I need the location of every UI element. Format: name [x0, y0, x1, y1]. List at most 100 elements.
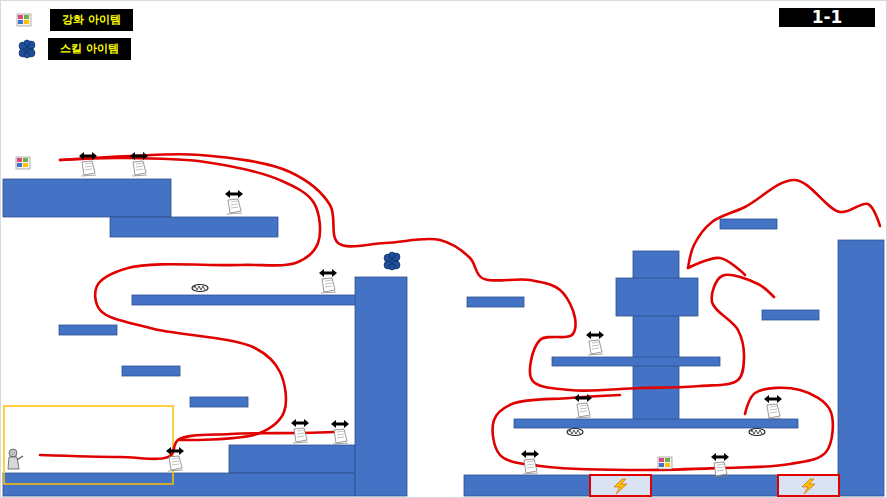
patrol-arrow — [711, 453, 729, 461]
trap-teeth — [194, 286, 205, 290]
enemy-detail — [231, 201, 238, 202]
enemy-body — [133, 161, 146, 175]
tower-block — [616, 278, 698, 316]
enemy-detail — [527, 461, 534, 462]
enemy-detail — [588, 354, 603, 355]
patrol-arrow — [225, 190, 243, 198]
enemy-detail — [717, 470, 724, 471]
enemy-icon — [333, 429, 348, 444]
patrol-arrow — [291, 419, 309, 427]
player-icon — [8, 449, 23, 469]
enemy-body — [169, 456, 182, 470]
upgrade-item-icon — [17, 14, 31, 26]
upgrade-item-icon — [16, 157, 30, 169]
platform — [110, 217, 278, 237]
trap-icon — [567, 429, 583, 436]
skill-blob — [24, 52, 30, 58]
enemy-detail — [136, 166, 143, 167]
enemy-body — [82, 161, 95, 175]
enemy-icon — [576, 403, 591, 418]
lightning-icon — [614, 479, 627, 494]
enemy-detail — [321, 292, 336, 293]
item-box — [658, 457, 672, 469]
enemy-detail — [717, 467, 724, 468]
patrol-arrow — [130, 152, 148, 160]
item-stripe — [665, 463, 670, 467]
enemy-detail — [168, 470, 183, 471]
enemy-detail — [337, 431, 344, 432]
enemy-detail — [770, 406, 777, 407]
enemy-detail — [81, 175, 96, 176]
enemy-detail — [85, 166, 92, 167]
item-box — [16, 157, 30, 169]
enemy-detail — [231, 207, 238, 208]
enemy-detail — [85, 163, 92, 164]
enemy-body — [589, 340, 602, 354]
enemy-detail — [337, 437, 344, 438]
enemy-detail — [580, 411, 587, 412]
patrol-arrow — [319, 269, 337, 277]
skill-blob — [389, 264, 395, 270]
skill-blob — [24, 40, 30, 46]
item-stripe — [17, 163, 22, 167]
enemy-body — [714, 462, 727, 476]
enemy-icon — [588, 340, 603, 355]
platform — [552, 357, 720, 366]
patrol-arrow — [574, 394, 592, 402]
trap-icon — [192, 285, 208, 292]
skill-blob — [389, 252, 395, 258]
legend-label: 강화 아이템 — [50, 9, 133, 31]
item-stripe — [17, 158, 22, 162]
lightning-icon — [802, 479, 815, 494]
enemy-body — [767, 404, 780, 418]
enemy-detail — [136, 169, 143, 170]
enemy-icon — [321, 278, 336, 293]
item-stripe — [665, 458, 670, 462]
item-stripe — [23, 158, 28, 162]
item-box — [17, 14, 31, 26]
enemy-detail — [172, 464, 179, 465]
skill-item-icon — [384, 252, 400, 270]
upgrade-item-icon — [658, 457, 672, 469]
enemy-icon — [132, 161, 147, 176]
enemy-detail — [85, 169, 92, 170]
hazards — [590, 475, 839, 496]
enemy-detail — [297, 436, 304, 437]
enemy-detail — [297, 430, 304, 431]
route-line — [60, 158, 320, 440]
route-line — [688, 258, 745, 275]
enemy-detail — [136, 163, 143, 164]
item-stripe — [23, 163, 28, 167]
routes — [40, 154, 880, 470]
enemy-detail — [527, 464, 534, 465]
patrol-arrow — [764, 395, 782, 403]
enemy-icon — [766, 404, 781, 419]
platform — [190, 397, 248, 407]
skill-item-icon — [19, 40, 35, 58]
route-line — [493, 388, 833, 470]
enemy-icon — [293, 428, 308, 443]
pillar — [355, 277, 407, 496]
patrol-arrow — [79, 152, 97, 160]
platform — [514, 419, 798, 428]
platform — [3, 179, 171, 217]
enemy-detail — [770, 409, 777, 410]
enemy-detail — [580, 408, 587, 409]
enemy-icon — [168, 456, 183, 471]
enemy-icon — [713, 462, 728, 477]
route-line — [40, 432, 335, 459]
enemy-detail — [172, 458, 179, 459]
stage-title: 1-1 — [779, 8, 875, 27]
route-line — [688, 180, 880, 268]
enemy-detail — [333, 443, 348, 444]
trap-jaw — [749, 429, 765, 436]
enemy-body — [322, 278, 335, 292]
electric-tile — [778, 475, 839, 496]
enemy-detail — [325, 280, 332, 281]
player-body — [8, 457, 19, 469]
item-stripe — [24, 20, 29, 24]
enemy-detail — [580, 405, 587, 406]
enemy-detail — [172, 461, 179, 462]
